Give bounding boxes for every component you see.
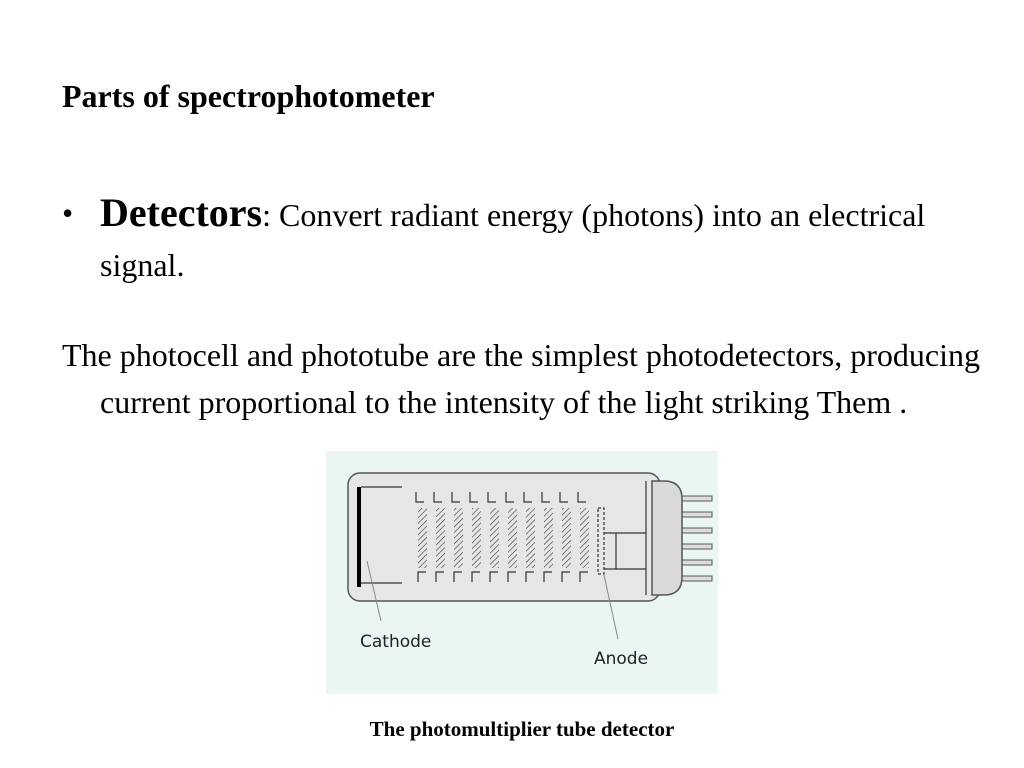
anode-assembly (597, 481, 647, 595)
bullet-definition: Convert radiant energy (photons) into an… (100, 197, 926, 283)
dynodes-bottom (417, 571, 588, 582)
cathode-label: Cathode (360, 632, 431, 652)
tube-base (651, 480, 683, 596)
dynodes-top (415, 492, 586, 503)
slide-title: Parts of spectrophotometer (62, 78, 435, 114)
figure-caption: The photomultiplier tube detector (369, 717, 675, 741)
electron-cascade (418, 508, 589, 568)
body-paragraph: The photocell and phototube are the simp… (62, 337, 980, 420)
bullet-marker: • (62, 195, 74, 231)
cathode-bracket (361, 486, 402, 584)
bullet-separator: : (262, 197, 271, 233)
bullet-item-detectors: • Detectors: Convert radiant energy (pho… (62, 188, 982, 290)
connector-pins (677, 495, 713, 582)
anode-label: Anode (594, 649, 648, 669)
photomultiplier-figure: Cathode Anode (326, 451, 718, 694)
bullet-term: Detectors (100, 190, 263, 235)
cathode-plate (357, 487, 361, 587)
photomultiplier-diagram: Cathode Anode (347, 472, 713, 669)
bullet-text: Detectors: Convert radiant energy (photo… (100, 188, 982, 290)
tube-envelope (347, 472, 661, 602)
label-pointers (366, 560, 619, 640)
